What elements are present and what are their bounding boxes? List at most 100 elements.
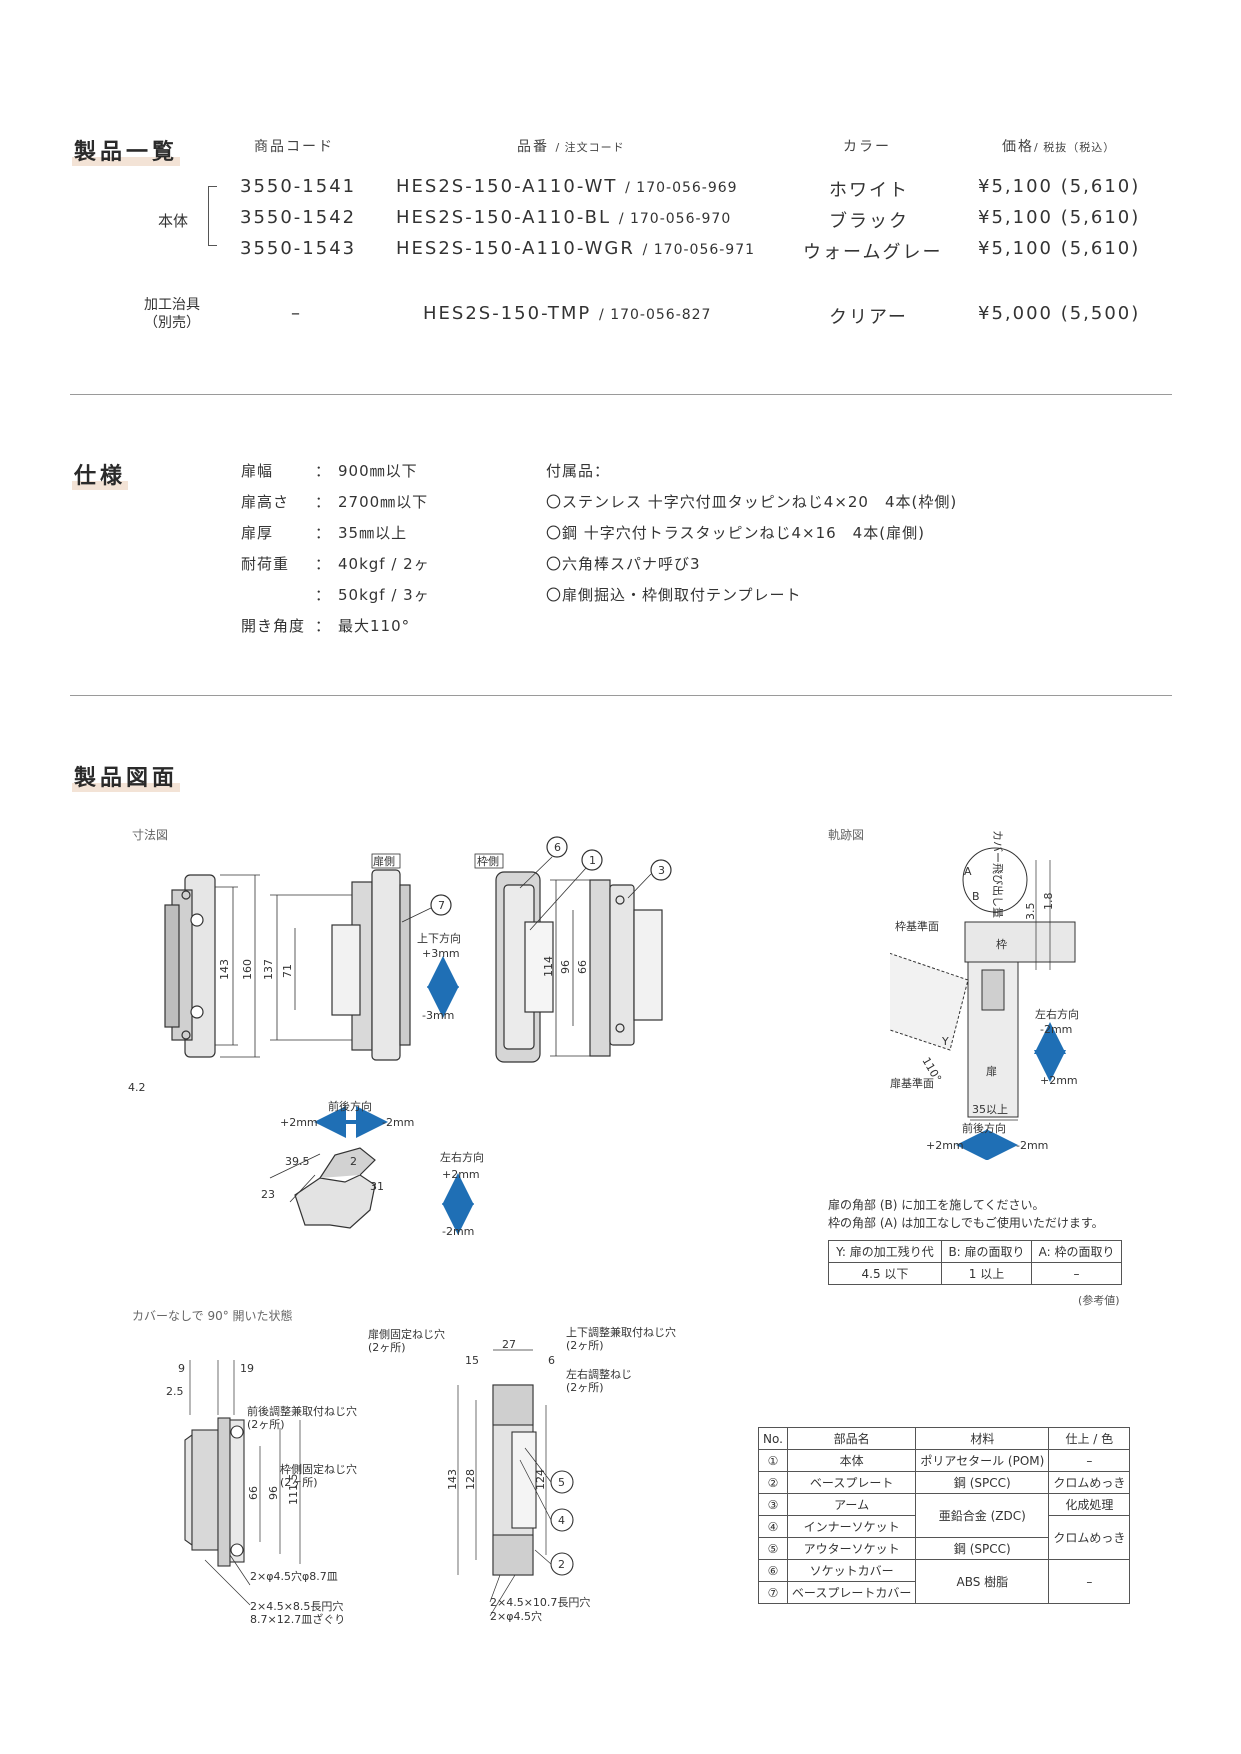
parts-header: 部品名 [786, 1427, 917, 1450]
track-caption: 軌跡図 [828, 828, 865, 842]
accessory-item: 〇六角棒スパナ呼び3 [546, 555, 701, 573]
row-code: 3550-1543 [240, 238, 357, 259]
hinge-open-view [184, 1433, 193, 1547]
spec-label: 扉高さ [241, 493, 290, 511]
spec-value: 2700㎜以下 [338, 493, 429, 511]
label-hole-e: 2×φ4.5穴 [490, 1609, 542, 1623]
dim-128: 128 [464, 1469, 477, 1490]
jig-label-sub: （別売） [144, 315, 200, 331]
spec-value: 最大110° [338, 617, 411, 635]
part-number-1: 1 [589, 854, 596, 867]
dim-66: 66 [576, 960, 589, 974]
dim-137: 137 [262, 959, 275, 980]
label-door-ref: 扉基準面 [890, 1076, 934, 1090]
spec-sep: ： [315, 493, 332, 511]
spec-title: 仕様 [72, 458, 129, 490]
machining-cell: – [1031, 1262, 1122, 1285]
label-plus2: +2mm [442, 1168, 480, 1181]
dim-6: 6 [548, 1354, 555, 1367]
spec-label: 扉厚 [241, 524, 274, 542]
label-door-side: 扉側 [373, 855, 395, 868]
machining-header: Y: 扉の加工残り代 [828, 1240, 942, 1263]
spec-label: 扉幅 [241, 462, 274, 480]
label-leftright: 左右方向 [440, 1150, 484, 1164]
dim-27: 27 [502, 1338, 516, 1351]
table-row: ① 本体 ポリアセタール (POM) – [758, 1449, 1131, 1472]
parts-material: 亜鉛合金 (ZDC) [915, 1493, 1050, 1538]
frame-block [964, 921, 1076, 963]
label-y: Y [941, 1035, 949, 1048]
spec-label: 耐荷重 [241, 555, 290, 573]
spec-value: 35㎜以上 [338, 524, 408, 542]
parts-name: ベースプレート [786, 1471, 917, 1494]
dim-19: 19 [240, 1362, 254, 1375]
label-frame-side: 枠側 [477, 854, 499, 868]
row-code: 3550-1542 [240, 207, 357, 228]
dim-2: 2 [350, 1155, 357, 1168]
part-number-6: 6 [554, 841, 561, 854]
parts-finish: クロムめっき [1048, 1515, 1131, 1560]
part-number-5: 5 [558, 1476, 565, 1489]
product-list-title: 製品一覧 [72, 134, 181, 166]
parts-header: 仕上 / 色 [1048, 1427, 1131, 1450]
parts-finish: – [1048, 1559, 1131, 1604]
group-bracket [208, 186, 217, 246]
parts-no: ① [758, 1449, 788, 1472]
parts-no: ④ [758, 1515, 788, 1538]
parts-name: アーム [786, 1493, 917, 1516]
parts-no: ⑦ [758, 1581, 788, 1604]
label-two-places: (2ヶ所) [566, 1381, 604, 1394]
spec-sep: ： [315, 586, 332, 604]
parts-table: No. 部品名 材料 仕上 / 色 ① 本体 ポリアセタール (POM) – ②… [758, 1427, 1131, 1604]
machining-cell: 1 以上 [940, 1262, 1033, 1285]
row-part: HES2S-150-A110-WGR / 170-056-971 [396, 238, 756, 259]
dim-caption: 寸法図 [132, 828, 169, 842]
table-row: ⑦ ベースプレートカバー [758, 1581, 1130, 1604]
parts-name: ベースプレートカバー [786, 1581, 917, 1604]
parts-no: ② [758, 1471, 788, 1494]
parts-finish: 化成処理 [1048, 1493, 1131, 1516]
label-two-places: (2ヶ所) [247, 1418, 285, 1431]
jig-color: クリアー [829, 307, 908, 328]
part-number-7: 7 [438, 899, 445, 912]
label-plus3: +3mm [422, 947, 460, 960]
open-state-drawing: 9 19 2.5 前後調整兼取付ねじ穴 (2ヶ所) 枠側固定ねじ穴 (2ヶ所) … [166, 1325, 676, 1626]
group-main-label: 本体 [158, 212, 189, 230]
label-plus2: +2mm [926, 1139, 964, 1152]
dim-143: 143 [446, 1469, 459, 1490]
label-frame: 枠 [996, 937, 1007, 951]
dim-2-5: 2.5 [166, 1385, 184, 1398]
label-hole-a: 2×φ4.5穴φ8.7皿 [250, 1569, 338, 1583]
parts-name: 本体 [786, 1449, 917, 1472]
divider [70, 394, 1172, 395]
spec-value: 40kgf / 2ヶ [338, 555, 430, 573]
label-minus3: -3mm [422, 1009, 454, 1022]
parts-name: ソケットカバー [786, 1559, 917, 1582]
dim-96: 96 [559, 960, 572, 974]
hinge-body-view [589, 879, 611, 1057]
dim-1-8: 1.8 [1042, 893, 1055, 911]
label-two-places: (2ヶ所) [566, 1339, 604, 1352]
divider [70, 695, 1172, 696]
spec-sep: ： [315, 555, 332, 573]
jig-price: ¥5,000 (5,500) [978, 303, 1141, 324]
parts-material: 鋼 (SPCC) [915, 1537, 1050, 1560]
part-number-4: 4 [558, 1514, 565, 1527]
dim-66: 66 [247, 1486, 260, 1500]
table-row: ③ アーム 亜鉛合金 (ZDC) 化成処理 [758, 1493, 1131, 1538]
dim-124: 124 [534, 1469, 547, 1490]
open-caption: カバーなしで 90° 開いた状態 [132, 1309, 293, 1323]
dim-111-5: 111.5 [287, 1474, 300, 1506]
label-leftright: 左右方向 [1035, 1007, 1079, 1021]
label-ud-hole: 上下調整兼取付ねじ穴 [566, 1325, 676, 1339]
accessory-item: 〇ステンレス 十字穴付皿タッピンねじ4×20 4本(枠側) [546, 493, 958, 511]
row-code: 3550-1541 [240, 176, 357, 197]
machining-header: A: 枠の面取り [1031, 1240, 1122, 1263]
parts-material: ABS 樹脂 [915, 1559, 1050, 1604]
part-number-2: 2 [558, 1558, 565, 1571]
parts-finish: クロムめっき [1048, 1471, 1131, 1494]
drawing-title: 製品図面 [72, 760, 181, 792]
label-door: 扉 [986, 1065, 997, 1078]
label-two-places: (2ヶ所) [368, 1341, 406, 1354]
label-fb-hole: 前後調整兼取付ねじ穴 [247, 1404, 357, 1418]
